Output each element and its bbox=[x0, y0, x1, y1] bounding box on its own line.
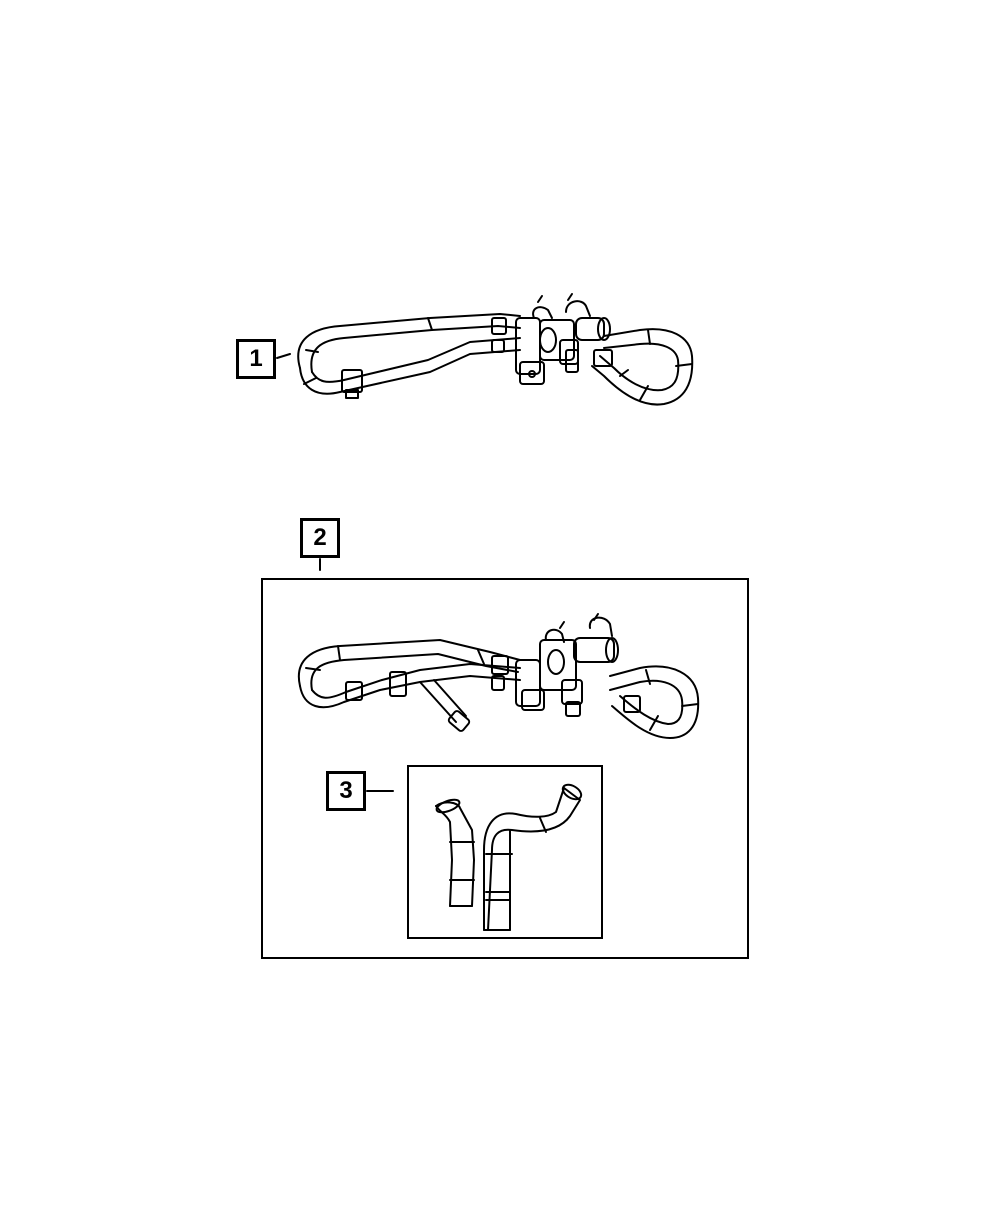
callout-2: 2 bbox=[300, 518, 340, 558]
heater-hose-assembly-1 bbox=[297, 293, 694, 406]
callout-1: 1 bbox=[236, 339, 276, 379]
heater-hose-pair-3 bbox=[435, 783, 583, 931]
kit-frame bbox=[261, 578, 749, 959]
callout-3: 3 bbox=[326, 771, 366, 811]
heater-hose-assembly-2 bbox=[297, 613, 700, 739]
leader-lines bbox=[276, 353, 394, 792]
hose-set-frame bbox=[407, 765, 603, 939]
